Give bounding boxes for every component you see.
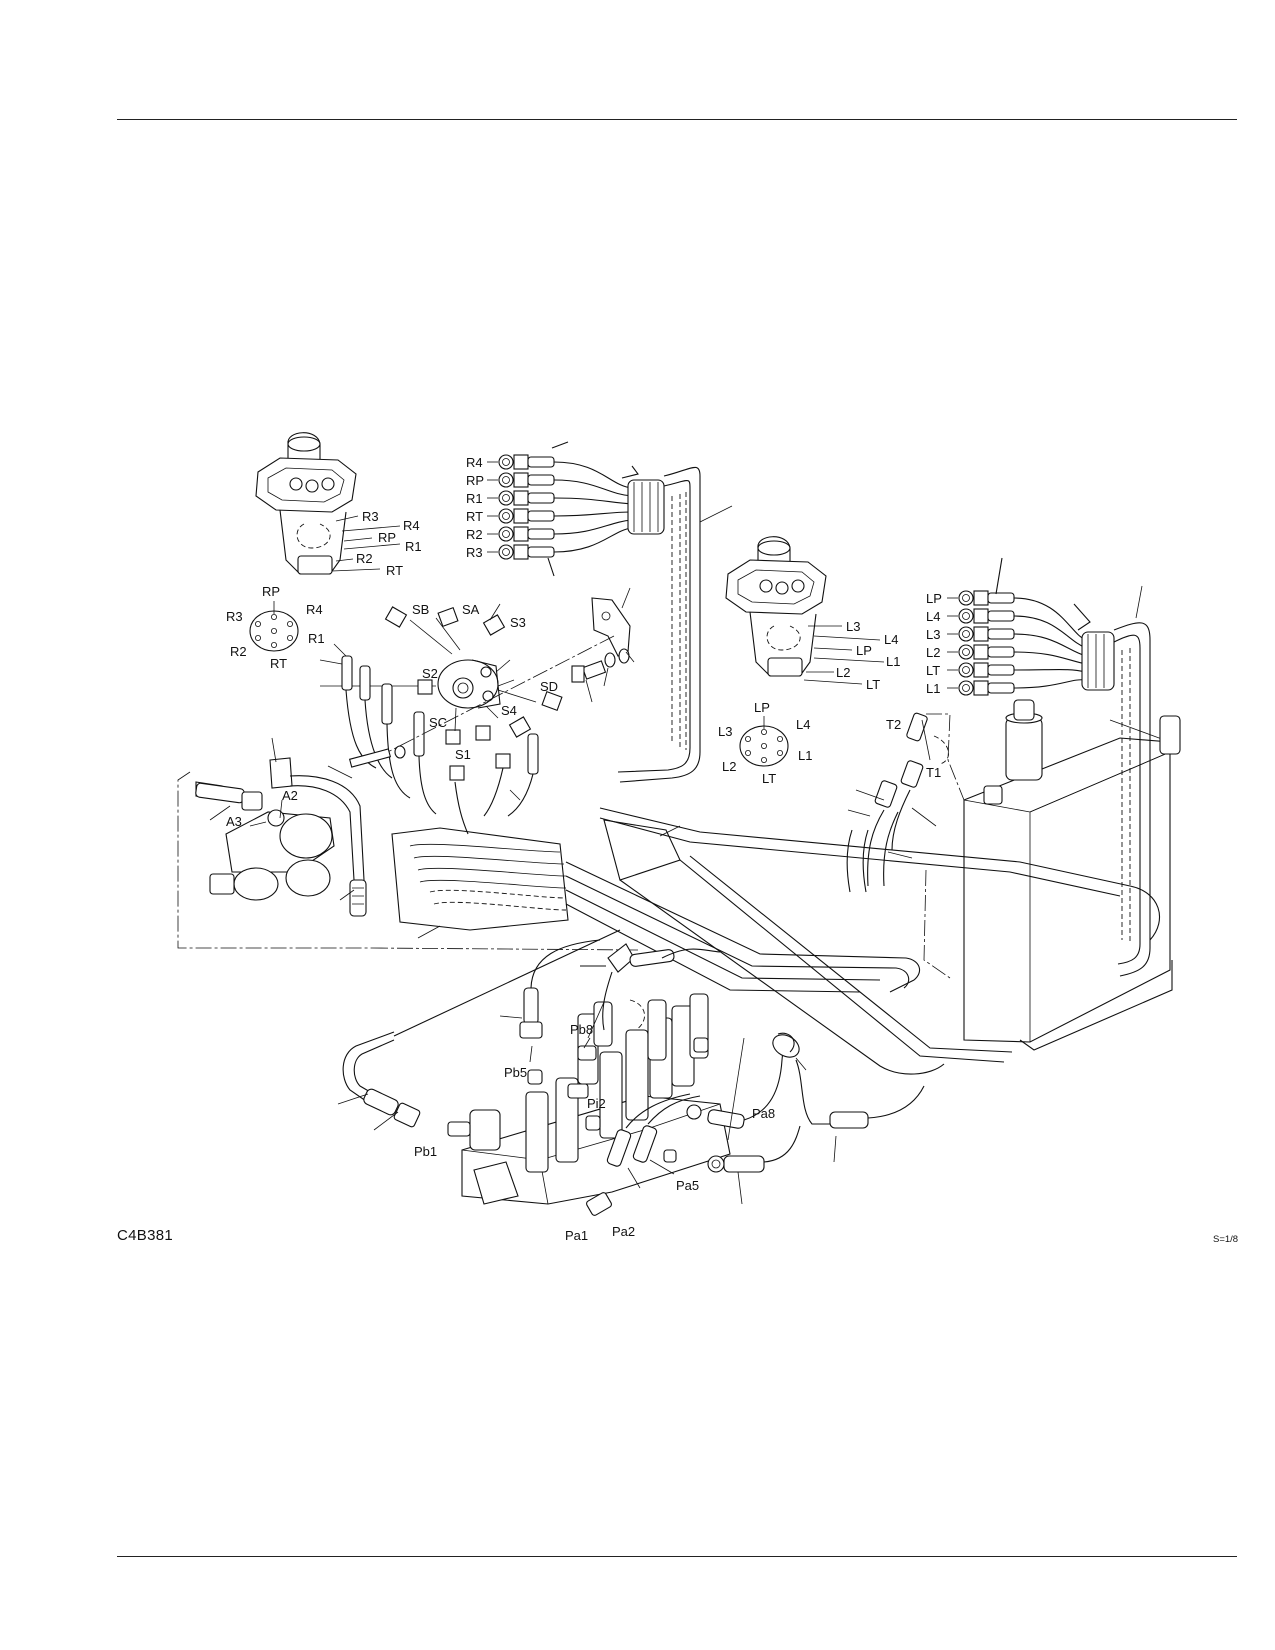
- right-pilot-valve: [255, 432, 401, 575]
- right-valve-port-r4: R4: [403, 518, 420, 533]
- left-valve-port-leaders: [803, 625, 885, 685]
- right-valve-port-r2: R2: [356, 551, 373, 566]
- swivel-port-s1: S1: [455, 747, 471, 762]
- left-pattern-l3: L3: [718, 724, 732, 739]
- right-hose-r4: R4: [466, 455, 483, 470]
- left-valve-port-l1: L1: [886, 654, 900, 669]
- left-pattern-lp: LP: [754, 700, 770, 715]
- swivel-port-s2: S2: [422, 666, 438, 681]
- control-valve-port-pa1: Pa1: [565, 1228, 588, 1243]
- right-valve-port-rp: RP: [378, 530, 396, 545]
- left-hose-l3: L3: [926, 627, 940, 642]
- left-hose-fittings: [958, 590, 1015, 696]
- swivel-fittings: [384, 606, 563, 781]
- control-valve-hoses: [337, 929, 925, 1216]
- bottom-rule: [117, 1556, 1237, 1557]
- swivel-port-s4: S4: [501, 703, 517, 718]
- left-pattern-l2: L2: [722, 759, 736, 774]
- right-valve-port-leaders: [331, 515, 401, 572]
- left-pattern-lt: LT: [762, 771, 776, 786]
- right-pattern-r3: R3: [226, 609, 243, 624]
- control-valve-port-pi2: Pi2: [587, 1096, 606, 1111]
- control-valve: [447, 993, 731, 1205]
- figure-code: C4B381: [117, 1227, 174, 1244]
- left-pattern-l4: L4: [796, 717, 810, 732]
- left-port-pattern: [739, 716, 789, 767]
- right-hose-bundle: [487, 441, 733, 783]
- right-hose-rp: RP: [466, 473, 484, 488]
- swivel-leaders: [409, 603, 537, 732]
- left-hose-lines: [1013, 597, 1087, 689]
- top-rule: [117, 119, 1237, 120]
- bracket-and-bolt: [327, 587, 635, 779]
- right-pattern-rt: RT: [270, 656, 287, 671]
- right-port-pattern: [249, 601, 299, 652]
- pa5-hose: [707, 1125, 801, 1205]
- right-valve-port-rt: RT: [386, 563, 403, 578]
- swivel-port-s3: S3: [510, 615, 526, 630]
- pa8-hose: [686, 1032, 925, 1163]
- main-hose-routing: [371, 807, 1160, 1075]
- control-valve-port-pa5: Pa5: [676, 1178, 699, 1193]
- left-valve-port-lp: LP: [856, 643, 872, 658]
- tank-port-t2: T2: [886, 717, 901, 732]
- swivel-block: [320, 603, 563, 781]
- hydraulic-tank: [923, 699, 1181, 1051]
- accumulator-port-a3: A3: [226, 814, 242, 829]
- swivel-port-sc: SC: [429, 715, 447, 730]
- left-hose-l2: L2: [926, 645, 940, 660]
- accumulator-port-a2: A2: [282, 788, 298, 803]
- left-hose-l1: L1: [926, 681, 940, 696]
- left-valve-port-lt: LT: [866, 677, 880, 692]
- right-valve-port-r3: R3: [362, 509, 379, 524]
- right-hose-rt: RT: [466, 509, 483, 524]
- left-pilot-valve: [725, 536, 885, 685]
- left-valve-port-l2: L2: [836, 665, 850, 680]
- accumulator-block: [177, 737, 372, 949]
- right-valve-port-r1: R1: [405, 539, 422, 554]
- left-valve-port-l3: L3: [846, 619, 860, 634]
- right-hose-fittings: [498, 454, 555, 560]
- control-valve-port-pa2: Pa2: [612, 1224, 635, 1239]
- left-hose-label-leaders: [947, 597, 958, 689]
- right-hose-label-leaders: [487, 461, 498, 553]
- right-hose-r2: R2: [466, 527, 483, 542]
- swivel-port-sa: SA: [462, 602, 480, 617]
- right-pattern-rp: RP: [262, 584, 280, 599]
- swivel-port-sb: SB: [412, 602, 429, 617]
- left-hose-bundle: [947, 557, 1151, 977]
- right-pattern-r4: R4: [306, 602, 323, 617]
- right-hose-r1: R1: [466, 491, 483, 506]
- tank-return-hoses: [846, 712, 949, 893]
- control-valve-port-pb8: Pb8: [570, 1022, 593, 1037]
- right-hose-r3: R3: [466, 545, 483, 560]
- control-valve-port-pa8: Pa8: [752, 1106, 775, 1121]
- left-hose-lt: LT: [926, 663, 940, 678]
- swivel-pilot-hoses: [319, 643, 539, 835]
- tank-port-t1: T1: [926, 765, 941, 780]
- control-valve-port-pb1: Pb1: [414, 1144, 437, 1159]
- control-valve-port-pb5: Pb5: [504, 1065, 527, 1080]
- left-hose-lp: LP: [926, 591, 942, 606]
- left-hose-l4: L4: [926, 609, 940, 624]
- pa-fittings: [586, 1093, 701, 1216]
- right-pattern-r2: R2: [230, 644, 247, 659]
- left-valve-port-l4: L4: [884, 632, 898, 647]
- right-pattern-r1: R1: [308, 631, 325, 646]
- left-pattern-l1: L1: [798, 748, 812, 763]
- right-hose-lines: [553, 461, 633, 553]
- figure-scale: S=1/8: [1213, 1234, 1239, 1245]
- swivel-port-sd: SD: [540, 679, 558, 694]
